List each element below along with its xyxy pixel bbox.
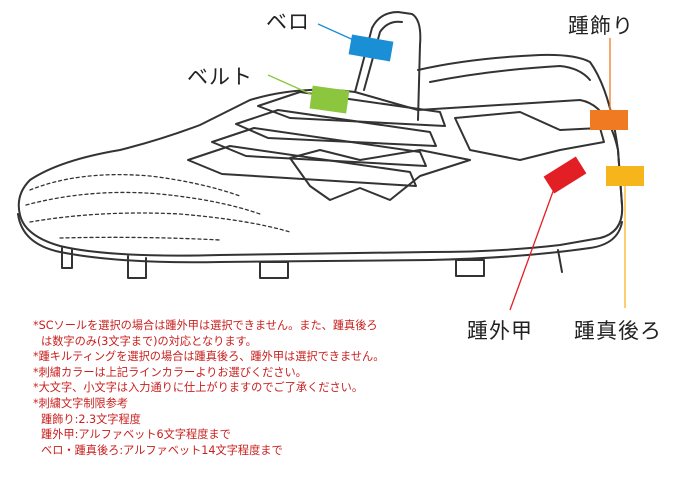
label-kaka-sotokou: 踵外甲: [467, 319, 533, 343]
cleat-4: [455, 259, 485, 277]
cleat-5: [557, 249, 563, 273]
tongue-inner: [363, 20, 403, 91]
label-belt: ベルト: [187, 65, 253, 89]
kaka-sotokou-leader: [509, 185, 556, 311]
cleat-1: [61, 247, 73, 269]
note-line: *踵キルティングを選択の場合は踵真後ろ、踵外甲は選択できません。: [33, 350, 385, 364]
upper-outline: [17, 88, 624, 257]
strap-2: [235, 109, 437, 147]
label-bero: ベロ: [266, 10, 310, 34]
label-kaka-kazari: 踵飾り: [568, 14, 634, 38]
strap-4: [187, 145, 417, 187]
note-line: 踵飾り:2.3文字程度: [41, 412, 141, 426]
midsole: [17, 213, 623, 264]
tongue-outline: [354, 11, 422, 121]
kaka-kazari-marker: [590, 110, 628, 130]
bero-leader: [317, 23, 359, 43]
belt-marker: [309, 85, 350, 114]
heel-inner: [429, 65, 591, 83]
heel-outline: [417, 53, 623, 206]
label-kaka-makoushiro: 踵真後ろ: [574, 319, 662, 343]
kaka-makoushiro-marker: [606, 166, 644, 186]
cleat-3: [259, 261, 289, 279]
strap-3: [211, 127, 427, 167]
logo-mark: [289, 149, 471, 201]
note-line: *刺繍文字制限参考: [33, 396, 129, 410]
note-line: *大文字、小文字は入力通りに仕上がりますのでご了承ください。: [33, 381, 364, 395]
bero-marker: [348, 34, 394, 62]
note-line: *刺繍カラーは上記ラインカラーよりお選びください。: [33, 365, 307, 379]
belt-leader: [267, 74, 316, 97]
note-line: は数字のみ(3文字まで)の対応となります。: [41, 334, 257, 348]
note-line: ベロ・踵真後ろ:アルファベット14文字程度まで: [41, 443, 283, 457]
cleat-2: [127, 255, 147, 279]
note-line: *SCソールを選択の場合は踵外甲は選択できません。また、踵真後ろ: [33, 319, 378, 332]
notes-block: *SCソールを選択の場合は踵外甲は選択できません。また、踵真後ろ は数字のみ(3…: [33, 318, 463, 458]
kaka-sotokou-marker: [543, 156, 587, 194]
note-line: 踵外甲:アルファベット6文字程度まで: [41, 428, 231, 442]
strap-1: [257, 91, 446, 127]
